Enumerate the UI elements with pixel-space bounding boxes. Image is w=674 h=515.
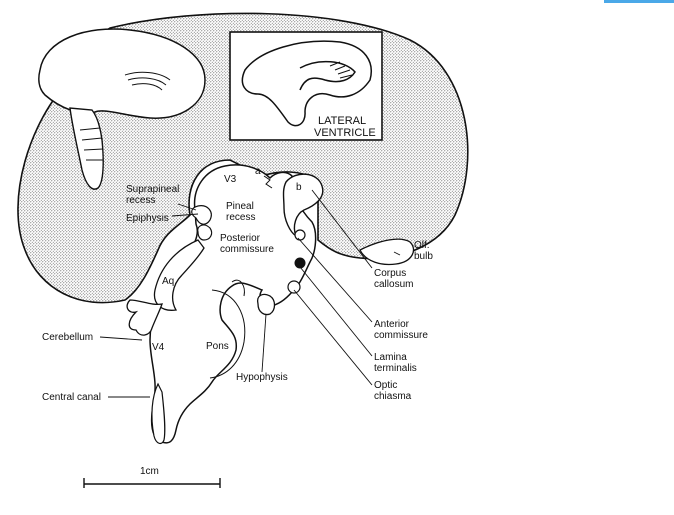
label-lamina-line2: terminalis <box>374 363 417 374</box>
label-cerebellum: Cerebellum <box>42 332 93 343</box>
brainstem-line <box>231 279 245 297</box>
label-posterior-commissure-line2: commissure <box>220 244 274 255</box>
corner-accent-bar <box>604 0 674 3</box>
aqueduct-tube <box>153 239 205 311</box>
small-brain-drawing <box>38 28 206 190</box>
label-corpus-callosum-line1: Corpus <box>374 268 406 279</box>
anterior-commissure-dot <box>294 257 306 269</box>
label-suprapineal-line2: recess <box>126 195 155 206</box>
label-pineal-line1: Pineal <box>226 201 254 212</box>
label-lamina-line1: Lamina <box>374 352 407 363</box>
label-optic-line1: Optic <box>374 380 397 391</box>
scale-bar: 1cm <box>83 466 221 488</box>
optic-chiasma-circle <box>287 280 301 294</box>
label-pons: Pons <box>206 341 229 352</box>
label-corpus-callosum-line2: callosum <box>374 279 413 290</box>
label-v3: V3 <box>224 174 237 185</box>
lateral-ventricle-label-line1: LATERAL <box>318 115 366 127</box>
olfactory-bulb-shape <box>359 238 415 266</box>
label-anterior-commissure-line1: Anterior <box>374 319 410 330</box>
pons-shape <box>209 289 246 379</box>
lamina-circle <box>294 229 306 241</box>
label-a: a <box>255 166 261 177</box>
label-b: b <box>296 182 302 193</box>
leader-lines <box>99 189 401 398</box>
label-epiphysis: Epiphysis <box>126 213 169 224</box>
lateral-ventricle-label-line2: VENTRICLE <box>314 127 376 139</box>
label-aq: Aq. <box>162 276 177 287</box>
recess-tick <box>263 175 273 189</box>
label-hypophysis: Hypophysis <box>236 372 288 383</box>
cerebellum-shape <box>126 299 163 336</box>
label-posterior-commissure-line1: Posterior <box>220 233 261 244</box>
posterior-commissure-shape <box>197 224 213 241</box>
label-olf-line2: bulb <box>414 251 433 262</box>
epiphysis-shape <box>191 205 212 225</box>
hypophysis-shape <box>256 293 276 316</box>
central-canal-shape <box>151 382 166 445</box>
lateral-ventricle-inset: LATERAL VENTRICLE <box>229 31 383 141</box>
corpus-callosum-blob <box>282 173 324 238</box>
label-optic-line2: chiasma <box>374 391 412 402</box>
scale-bar-label: 1cm <box>140 466 159 477</box>
label-central-canal: Central canal <box>42 392 101 403</box>
label-olf-line1: Olf. <box>414 240 430 251</box>
label-anterior-commissure-line2: commissure <box>374 330 428 341</box>
label-v4: V4 <box>152 342 165 353</box>
label-suprapineal-line1: Suprapineal <box>126 184 179 195</box>
label-pineal-line2: recess <box>226 212 255 223</box>
